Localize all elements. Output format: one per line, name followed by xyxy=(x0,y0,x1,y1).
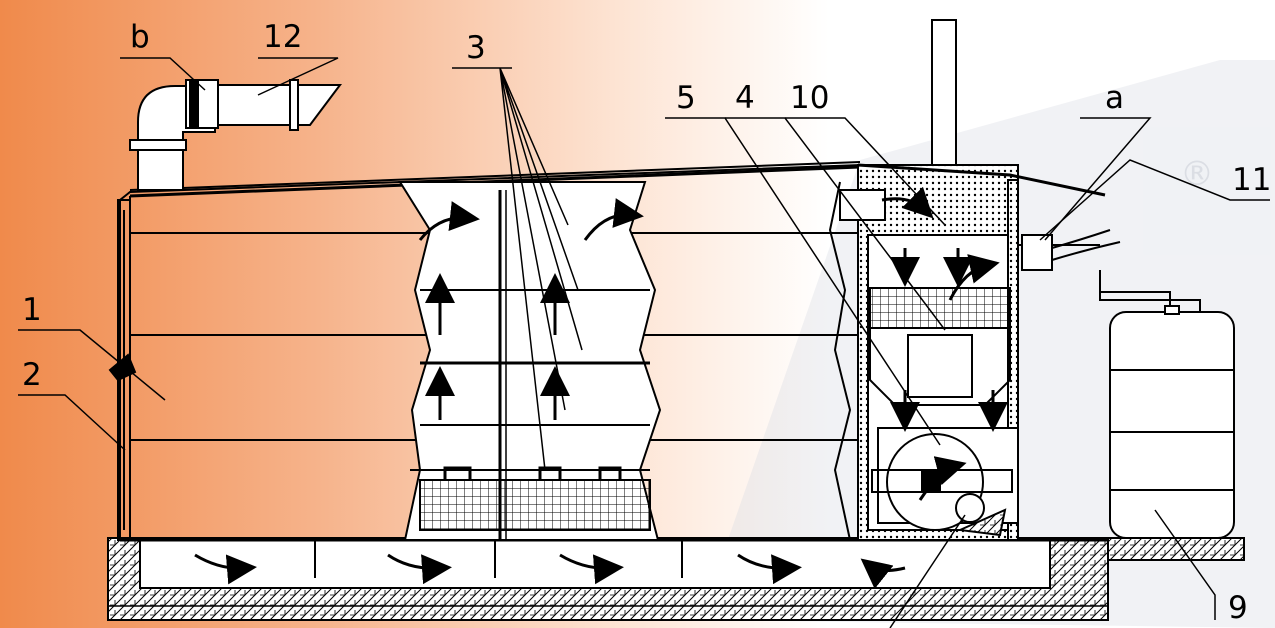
callout-a: a xyxy=(1105,80,1124,116)
burner-air-flow-arrows xyxy=(881,186,1008,501)
callout-11: 11 xyxy=(1232,162,1271,198)
fuel-pipes xyxy=(1051,229,1201,312)
chamber-air-flow-arrows xyxy=(418,198,644,420)
watermark-text: ® xyxy=(1180,154,1214,194)
door xyxy=(108,199,137,541)
foundation xyxy=(107,537,1245,621)
chimney xyxy=(931,19,957,169)
chamber-cut-edge xyxy=(828,181,852,541)
callout-10: 10 xyxy=(790,80,829,116)
cutaway-section xyxy=(398,181,662,541)
callout-12: 12 xyxy=(263,19,302,55)
callout-b: b xyxy=(130,19,150,55)
callout-1: 1 xyxy=(22,292,42,328)
leader-lines xyxy=(18,57,1270,628)
callout-9: 9 xyxy=(1228,590,1248,626)
callout-3: 3 xyxy=(466,30,486,66)
callout-5: 5 xyxy=(676,80,696,116)
fuel-tank xyxy=(1109,305,1235,539)
floor-supports xyxy=(314,540,683,578)
callout-labels: b 12 3 5 4 10 a 11 1 2 9 xyxy=(22,19,1271,626)
callout-4: 4 xyxy=(735,80,755,116)
floor-air-flow-arrows xyxy=(194,553,906,589)
callout-2: 2 xyxy=(22,357,42,393)
